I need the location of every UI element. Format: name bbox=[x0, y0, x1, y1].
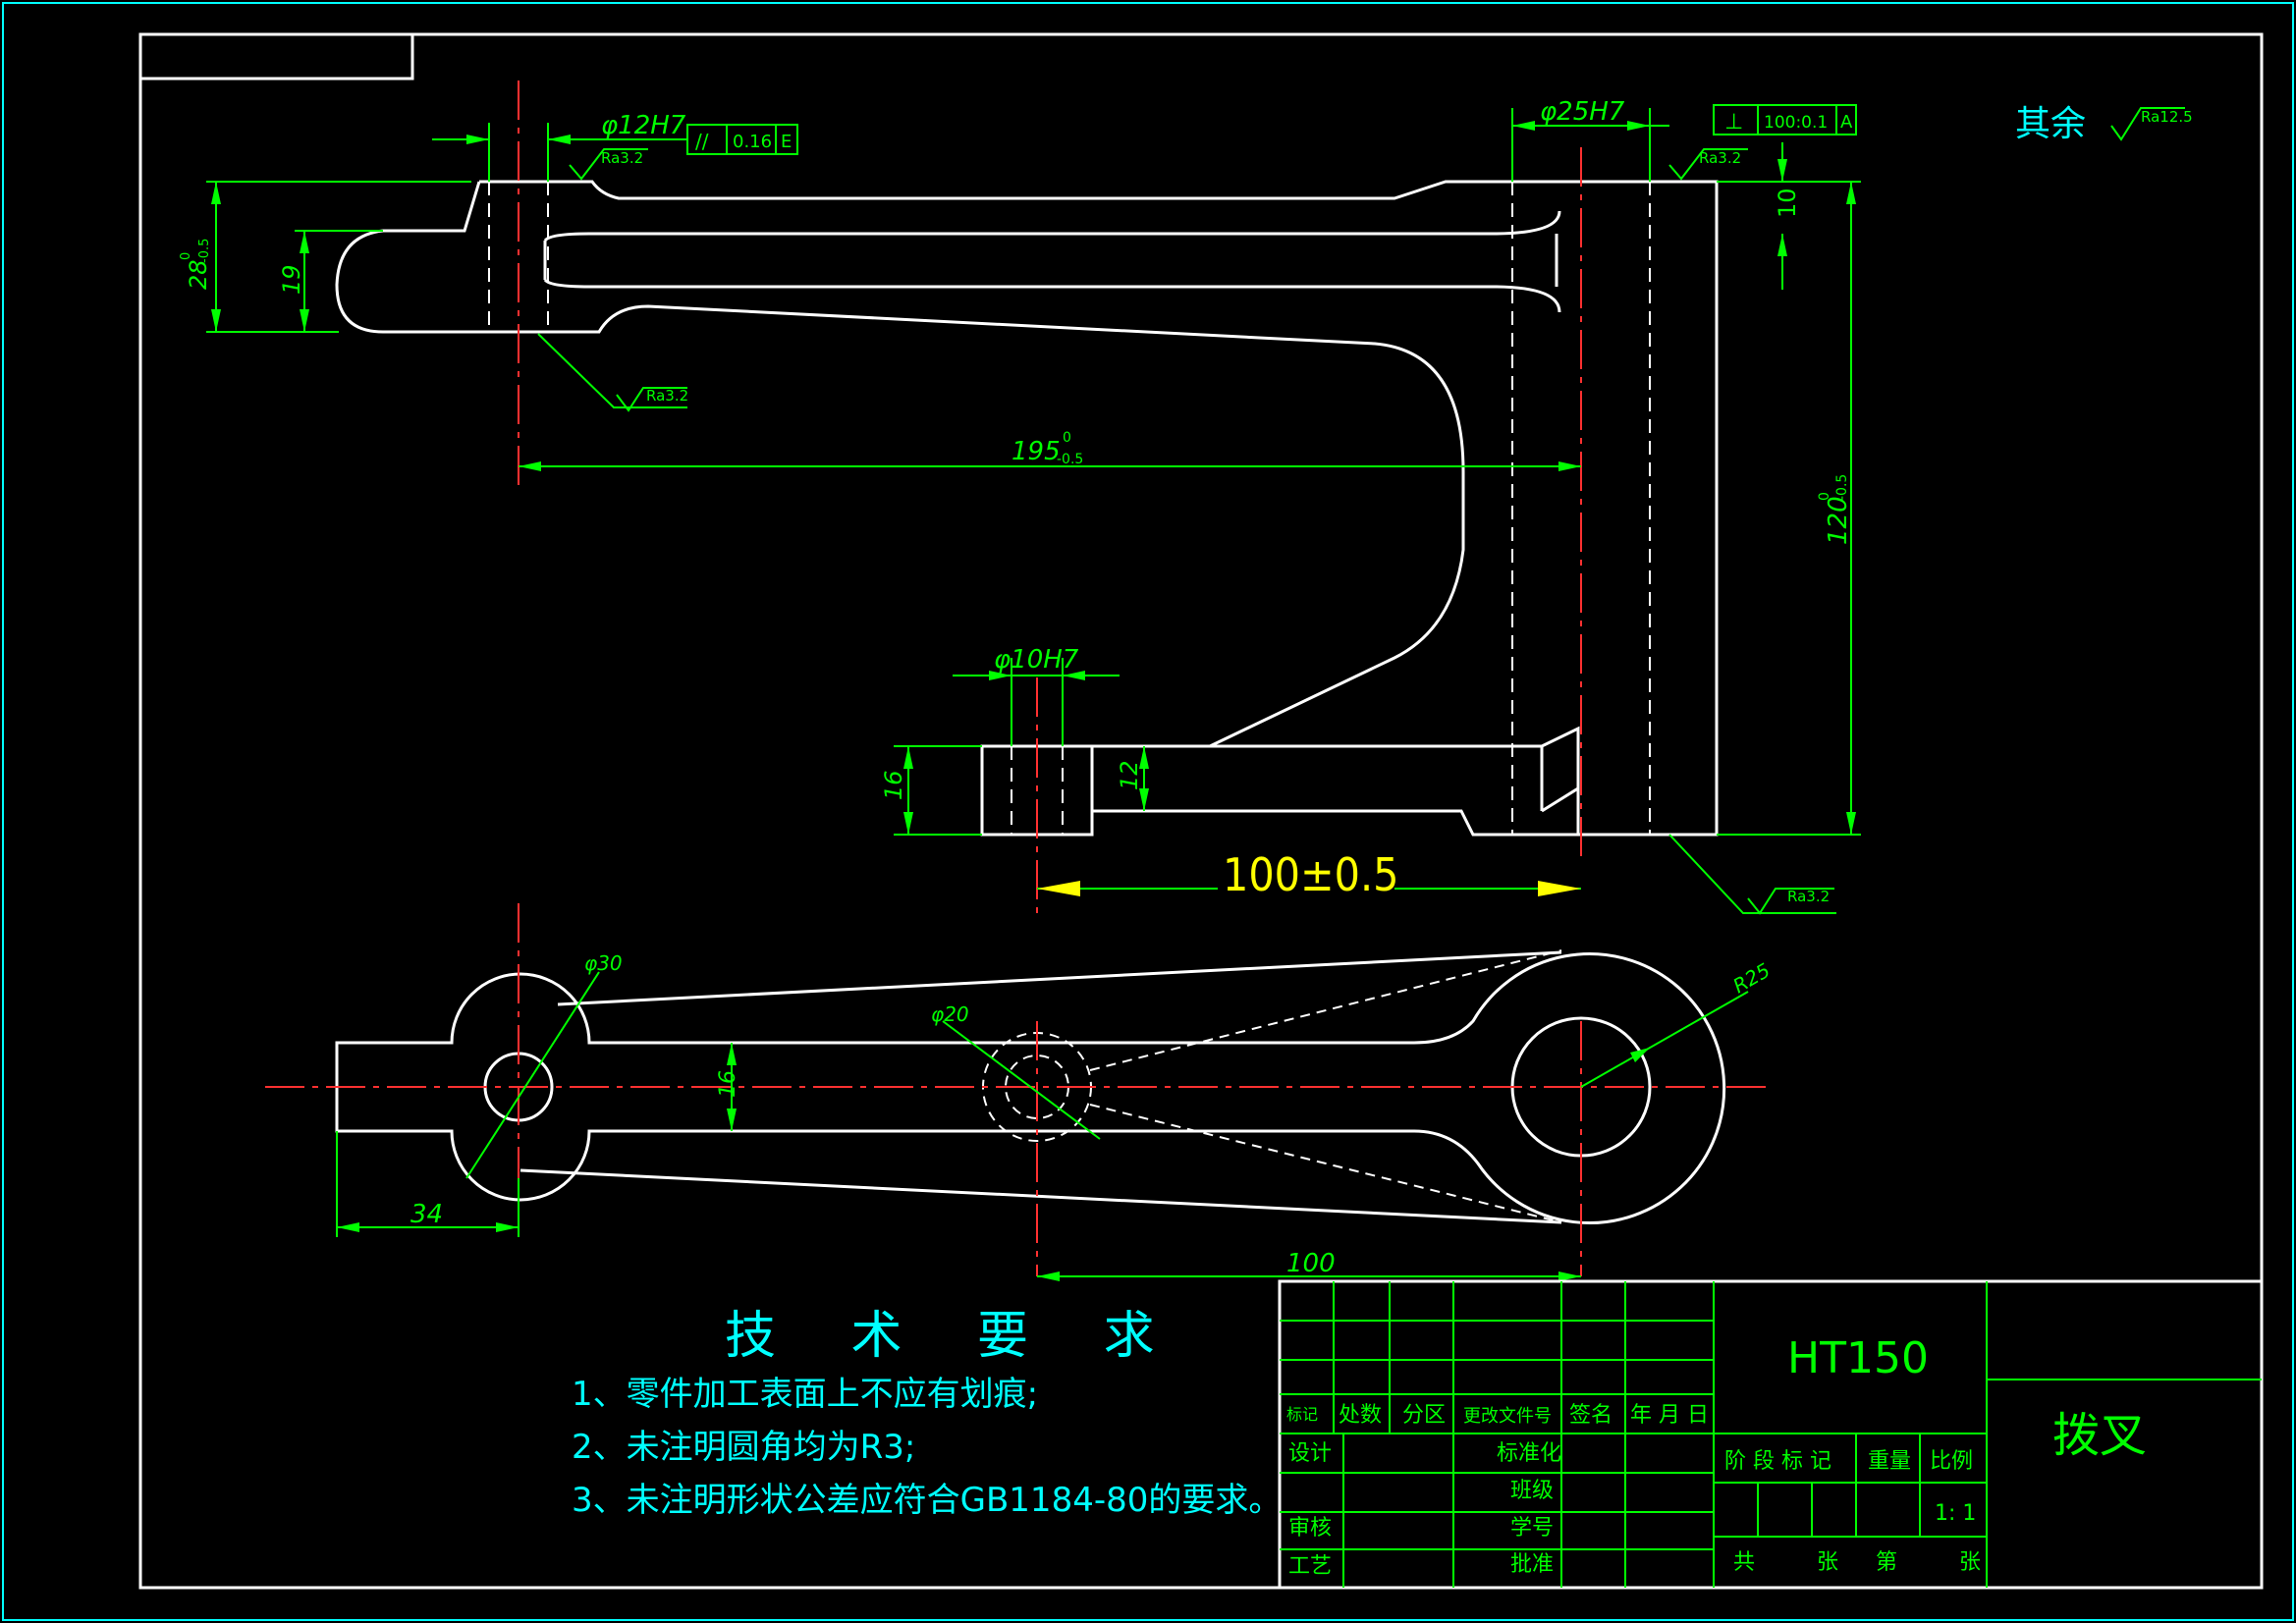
header-zone: 分区 bbox=[1402, 1403, 1446, 1428]
standardize-label: 标准化 bbox=[1497, 1441, 1561, 1466]
sheet-unit-label: 张 bbox=[1959, 1550, 1981, 1575]
dim-bore-left: φ12H7 bbox=[601, 111, 686, 140]
student-id-label: 学号 bbox=[1510, 1516, 1554, 1541]
roughness-d: Ra3.2 bbox=[1787, 888, 1830, 905]
dim-dia-20: φ20 bbox=[931, 1002, 969, 1026]
front-view bbox=[206, 81, 2185, 915]
scale-value: 1: 1 bbox=[1935, 1501, 1976, 1526]
tech-requirements-title: 技 术 要 求 bbox=[725, 1307, 1184, 1366]
tol-left-symbol: // bbox=[695, 130, 709, 153]
dim-length-195-tol-low: -0.5 bbox=[1057, 452, 1083, 467]
dim-height-16: 16 bbox=[880, 770, 907, 800]
stage-mark-label: 阶 段 标 记 bbox=[1724, 1449, 1831, 1474]
review-label: 审核 bbox=[1288, 1516, 1332, 1541]
header-count: 处数 bbox=[1339, 1403, 1382, 1428]
dim-length-195: 195 bbox=[1011, 437, 1061, 466]
dim-height-120: 120 bbox=[1824, 496, 1853, 545]
header-mark: 标记 bbox=[1286, 1405, 1318, 1424]
roughness-remaining-label: 其余 bbox=[2015, 104, 2086, 144]
roughness-b: Ra3.2 bbox=[1699, 149, 1741, 167]
top-view bbox=[265, 903, 1768, 1281]
dim-height-19: 19 bbox=[278, 264, 305, 295]
tech-requirement-item: 1、零件加工表面上不应有划痕; bbox=[572, 1375, 1039, 1414]
approve-label: 批准 bbox=[1510, 1552, 1554, 1577]
dim-bore-small: φ10H7 bbox=[994, 645, 1079, 675]
corner-box bbox=[138, 32, 414, 81]
dim-height-28-tol-up: 0 bbox=[179, 252, 193, 260]
dim-height-120-tol-low: -0.5 bbox=[1834, 474, 1850, 501]
tol-right-symbol: ⊥ bbox=[1724, 110, 1743, 135]
dim-length-100: 100 bbox=[1286, 1249, 1336, 1278]
total-label: 共 bbox=[1733, 1550, 1755, 1575]
dim-width-16: 16 bbox=[716, 1070, 740, 1098]
roughness-c: Ra3.2 bbox=[646, 387, 688, 405]
roughness-a: Ra3.2 bbox=[601, 149, 643, 167]
dim-r-25: R25 bbox=[1729, 958, 1775, 998]
material-label: HT150 bbox=[1787, 1333, 1929, 1383]
part-name: 拨叉 bbox=[2052, 1408, 2147, 1463]
drawing-border bbox=[138, 32, 2264, 1590]
scale-label: 比例 bbox=[1930, 1449, 1973, 1474]
dim-height-28-tol-low: -0.5 bbox=[197, 239, 212, 263]
dim-length-195-tol-up: 0 bbox=[1063, 430, 1071, 446]
dim-height-120-tol-up: 0 bbox=[1817, 492, 1832, 501]
arm-outline bbox=[335, 181, 1465, 748]
tech-requirement-item: 3、未注明形状公差应符合GB1184-80的要求。 bbox=[572, 1481, 1283, 1520]
header-change-doc: 更改文件号 bbox=[1463, 1406, 1552, 1427]
sheets-label: 张 bbox=[1817, 1550, 1838, 1575]
design-label: 设计 bbox=[1288, 1441, 1332, 1466]
dim-height-12: 12 bbox=[1116, 760, 1143, 790]
dim-height-28: 28 bbox=[185, 259, 212, 290]
top-outline bbox=[335, 952, 1726, 1224]
tol-right-datum: A bbox=[1840, 112, 1853, 133]
tol-left-value: 0.16 bbox=[733, 132, 772, 152]
process-label: 工艺 bbox=[1288, 1554, 1332, 1579]
dim-10: 10 bbox=[1774, 188, 1801, 218]
tech-requirement-item: 2、未注明圆角均为R3; bbox=[572, 1428, 916, 1467]
dim-center-distance: 100±0.5 bbox=[1223, 848, 1398, 901]
class-label: 班级 bbox=[1510, 1479, 1554, 1503]
dim-dia-30: φ30 bbox=[584, 951, 623, 975]
dim-bore-right: φ25H7 bbox=[1540, 97, 1625, 127]
dim-length-34: 34 bbox=[410, 1200, 443, 1229]
part-outline-main bbox=[479, 180, 1719, 837]
tol-left-datum: E bbox=[781, 132, 792, 152]
sheet-no-label: 第 bbox=[1876, 1550, 1897, 1575]
tol-right-value: 100:0.1 bbox=[1764, 113, 1828, 133]
header-signature: 签名 bbox=[1569, 1403, 1613, 1428]
title-block bbox=[1278, 1279, 2264, 1590]
header-date: 年 月 日 bbox=[1630, 1403, 1709, 1428]
roughness-remaining-value: Ra12.5 bbox=[2141, 108, 2193, 126]
weight-label: 重量 bbox=[1868, 1449, 1911, 1474]
